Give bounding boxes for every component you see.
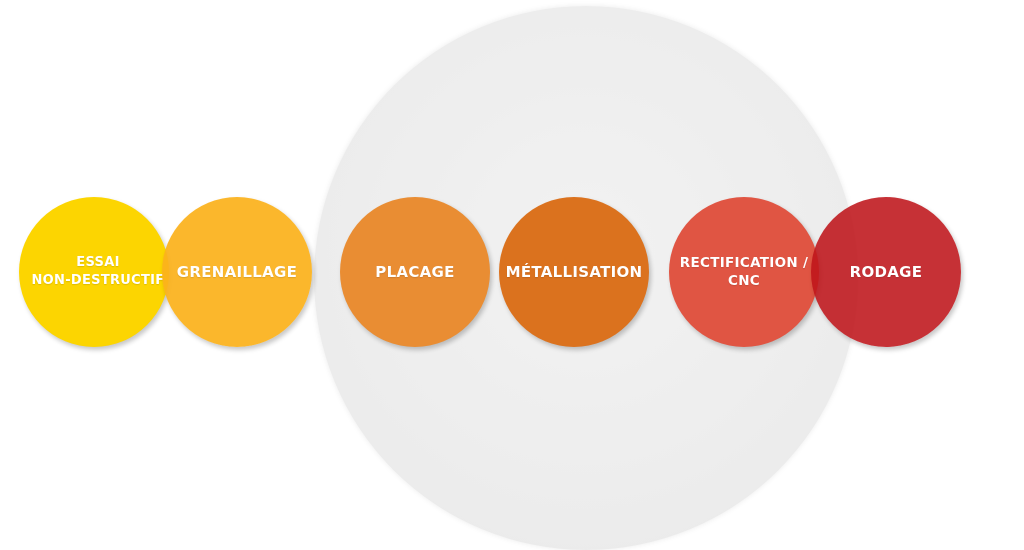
step-label: MÉTALLISATION (505, 263, 643, 281)
step-label: GRENAILLAGE (176, 263, 298, 281)
step-label: ESSAI NON-DESTRUCTIF (31, 255, 165, 288)
step-essai-non-destructif[interactable]: ESSAI NON-DESTRUCTIF (19, 197, 169, 347)
step-rodage[interactable]: RODAGE (811, 197, 961, 347)
step-placage[interactable]: PLACAGE (340, 197, 490, 347)
step-grenaillage[interactable]: GRENAILLAGE (162, 197, 312, 347)
step-label: RECTIFICATION / CNC (679, 255, 809, 289)
step-label: PLACAGE (375, 263, 455, 281)
step-label: RODAGE (849, 263, 923, 281)
step-metallisation[interactable]: MÉTALLISATION (499, 197, 649, 347)
step-rectification-cnc[interactable]: RECTIFICATION / CNC (669, 197, 819, 347)
